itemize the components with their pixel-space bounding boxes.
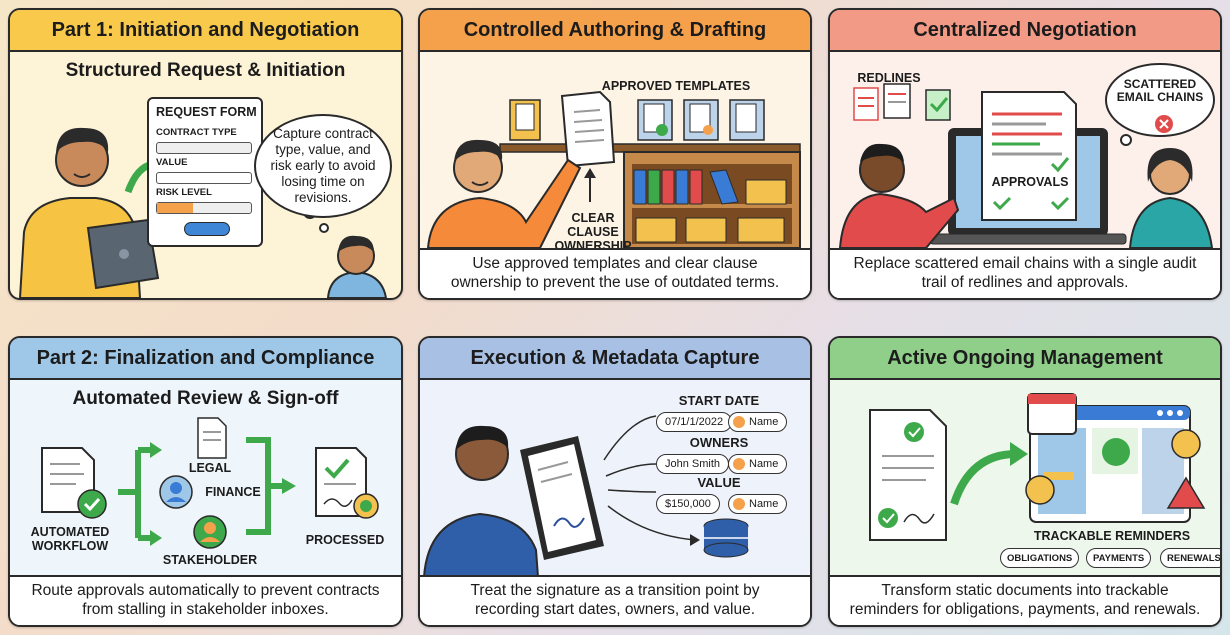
email-chains-label: SCATTERED EMAIL CHAINS — [1116, 77, 1204, 105]
panel-title: Centralized Negotiation — [830, 10, 1220, 52]
tag-payments: PAYMENTS — [1086, 548, 1152, 568]
tag-renewals: RENEWALS — [1160, 548, 1220, 568]
finance-label: FINANCE — [205, 485, 261, 499]
panel-authoring: Controlled Authoring & Drafting — [418, 8, 812, 300]
start-date-name-tag: Name — [728, 412, 788, 432]
redlines-label: REDLINES — [857, 71, 921, 85]
owners-label: OWNERS — [689, 435, 749, 450]
start-date-label: START DATE — [678, 393, 760, 408]
name-tag-text: Name — [749, 416, 779, 428]
automated-workflow-label: AUTOMATED WORKFLOW — [30, 525, 110, 553]
value-dropdown — [156, 172, 252, 184]
name-tag-text: Name — [749, 498, 779, 510]
owners-value: John Smith — [656, 454, 730, 474]
negotiation-illustration — [838, 63, 1215, 248]
approved-templates-label: APPROVED TEMPLATES — [601, 79, 751, 93]
panel-caption: Replace scattered email chains with a si… — [830, 248, 1220, 298]
reminders-dashboard-illustration — [869, 393, 1206, 541]
panel-title: Controlled Authoring & Drafting — [420, 10, 810, 52]
panel-title: Execution & Metadata Capture — [420, 338, 810, 380]
trackable-reminders-label: TRACKABLE REMINDERS — [1033, 529, 1191, 543]
approval-workflow-illustration — [41, 417, 379, 549]
value-label: VALUE — [697, 475, 741, 490]
panel-title: Part 2: Finalization and Compliance — [10, 338, 401, 380]
panel-caption: Treat the signature as a transition poin… — [420, 575, 810, 625]
submit-button — [184, 222, 230, 236]
risk-level-field — [156, 202, 252, 214]
panel-caption: Use approved templates and clear clause … — [420, 248, 810, 298]
person-with-tablet-illustration — [18, 97, 388, 298]
avatar-icon — [733, 458, 745, 470]
panel-initiation: Part 1: Initiation and Negotiation Struc… — [8, 8, 403, 300]
value-name-tag: Name — [728, 494, 788, 514]
panel-subtitle: Structured Request & Initiation — [65, 60, 346, 81]
thought-bubble: Capture contract type, value, and risk e… — [254, 114, 392, 218]
owners-name-tag: Name — [728, 454, 788, 474]
field-label-risk: RISK LEVEL — [156, 187, 212, 198]
panel-negotiation: Centralized Negotiation — [828, 8, 1222, 300]
field-label-contract-type: CONTRACT TYPE — [156, 127, 237, 138]
form-title: REQUEST FORM — [156, 105, 257, 119]
value-amount: $150,000 — [656, 494, 720, 514]
avatar-icon — [733, 498, 745, 510]
name-tag-text: Name — [749, 458, 779, 470]
panel-subtitle: Automated Review & Sign-off — [72, 388, 339, 409]
panel-finalization: Part 2: Finalization and Compliance Auto… — [8, 336, 403, 627]
panel-caption: Route approvals automatically to prevent… — [10, 575, 401, 625]
templates-shelf-illustration — [426, 90, 801, 248]
approvals-label: APPROVALS — [991, 175, 1069, 189]
panel-caption: Transform static documents into trackabl… — [830, 575, 1220, 625]
stakeholder-label: STAKEHOLDER — [162, 553, 258, 567]
legal-label: LEGAL — [188, 461, 232, 475]
signing-tablet-illustration — [422, 415, 749, 577]
contract-type-field — [156, 142, 252, 154]
avatar-icon — [733, 416, 745, 428]
tag-obligations: OBLIGATIONS — [1000, 548, 1080, 568]
panel-execution: Execution & Metadata Capture START D — [418, 336, 812, 627]
panel-title: Part 1: Initiation and Negotiation — [10, 10, 401, 52]
panel-title: Active Ongoing Management — [830, 338, 1220, 380]
start-date-value: 07/1/1/2022 — [656, 412, 733, 432]
panel-management: Active Ongoing Management — [828, 336, 1222, 627]
field-label-value: VALUE — [156, 157, 188, 168]
processed-label: PROCESSED — [305, 533, 385, 547]
